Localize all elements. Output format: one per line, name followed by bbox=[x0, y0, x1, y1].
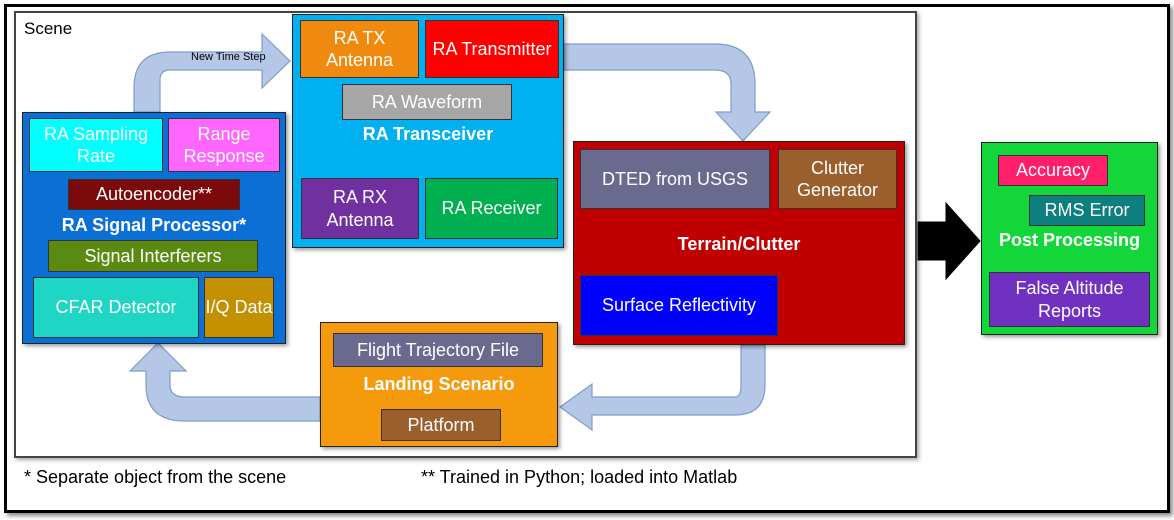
waveform-box: RA Waveform bbox=[342, 84, 512, 120]
flight-trajectory-box: Flight Trajectory File bbox=[333, 333, 543, 367]
transceiver-to-terrain-arrow bbox=[563, 43, 772, 142]
post-processing-title: Post Processing bbox=[998, 230, 1141, 250]
dted-box: DTED from USGS bbox=[580, 149, 770, 209]
receiver-box: RA Receiver bbox=[425, 178, 558, 239]
transceiver-title: RA Transceiver bbox=[362, 124, 494, 144]
signal-processor-title: RA Signal Processor* bbox=[61, 215, 247, 235]
sampling-rate-box: RA Sampling Rate bbox=[29, 118, 163, 172]
landing-title: Landing Scenario bbox=[363, 374, 515, 394]
signal-interferers-box: Signal Interferers bbox=[48, 240, 258, 272]
clutter-generator-box: Clutter Generator bbox=[778, 149, 897, 209]
terrain-to-landing-arrow bbox=[558, 344, 766, 432]
surface-reflectivity-box: Surface Reflectivity bbox=[580, 275, 778, 336]
range-response-box: Range Response bbox=[168, 118, 280, 172]
output-arrow bbox=[917, 201, 981, 281]
scene-label: Scene bbox=[24, 19, 73, 38]
false-altitude-box: False Altitude Reports bbox=[989, 272, 1150, 327]
platform-box: Platform bbox=[381, 409, 501, 441]
transmitter-box: RA Transmitter bbox=[425, 20, 559, 78]
rx-antenna-box: RA RX Antenna bbox=[301, 178, 419, 239]
rms-error-box: RMS Error bbox=[1029, 195, 1145, 226]
terrain-title: Terrain/Clutter bbox=[677, 234, 801, 254]
cfar-detector-box: CFAR Detector bbox=[33, 277, 199, 338]
footnote-separate-object: * Separate object from the scene bbox=[24, 467, 287, 487]
accuracy-box: Accuracy bbox=[998, 155, 1108, 186]
new-time-step-label: New Time Step bbox=[191, 51, 266, 63]
autoencoder-box: Autoencoder** bbox=[68, 179, 240, 210]
iq-data-box: I/Q Data bbox=[204, 277, 274, 338]
new-time-step-arrow bbox=[133, 32, 291, 113]
tx-antenna-box: RA TX Antenna bbox=[300, 20, 419, 78]
landing-to-processor-arrow bbox=[128, 342, 321, 422]
footnote-trained-python: ** Trained in Python; loaded into Matlab bbox=[421, 467, 738, 487]
outer-frame bbox=[4, 4, 1170, 513]
